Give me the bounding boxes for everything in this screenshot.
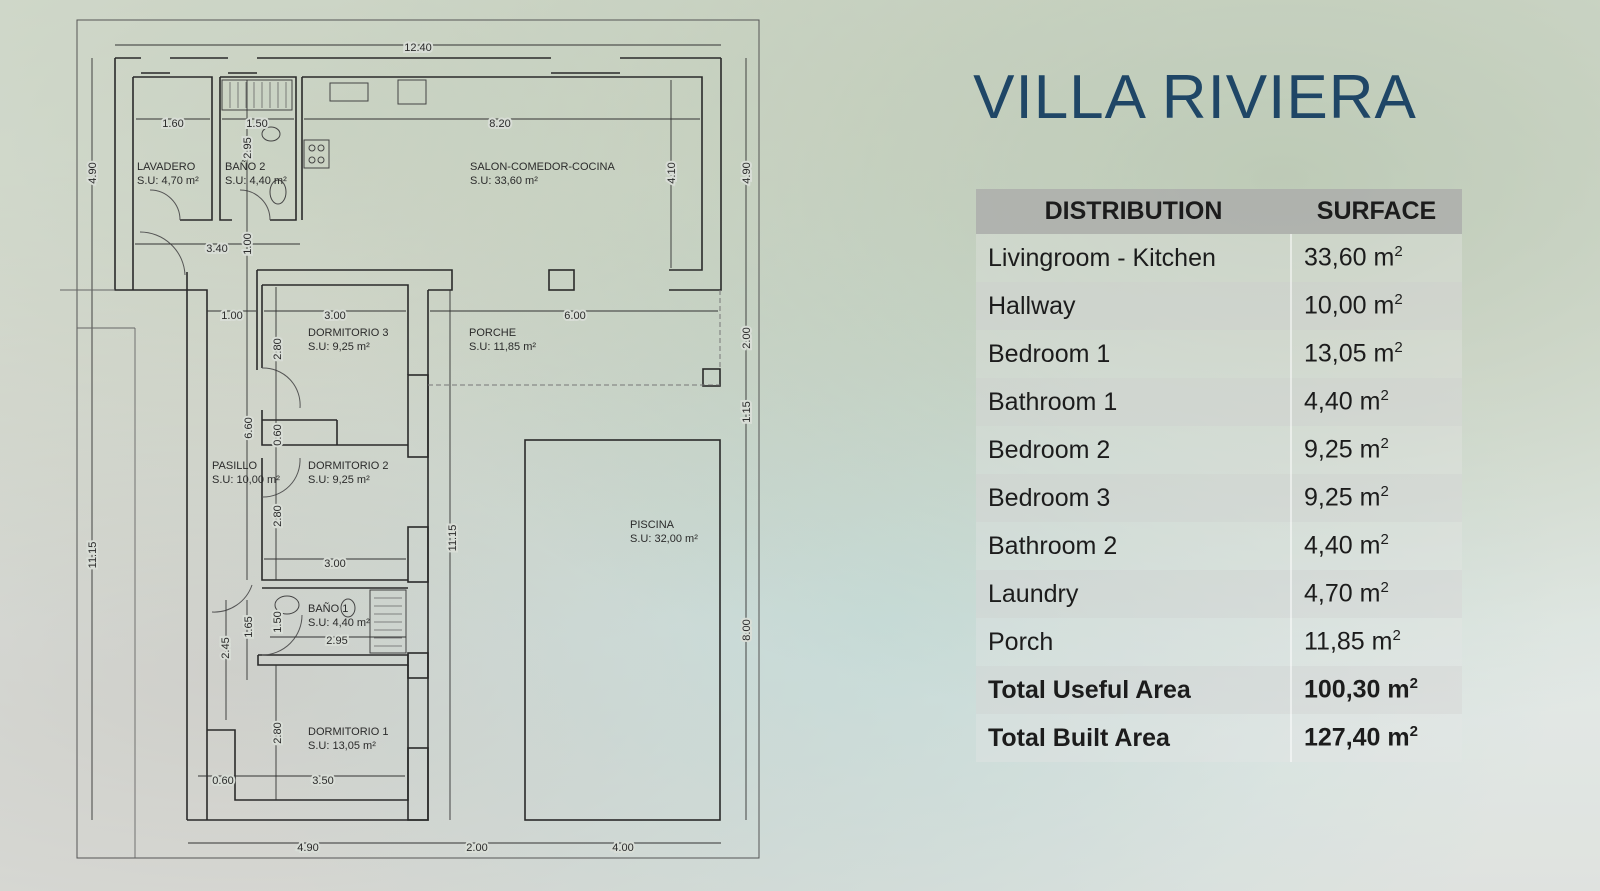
room-name: Bedroom 2 [976,426,1291,474]
dimension-label: 2.00 [466,842,487,854]
room-surface: 100,30 m2 [1290,666,1462,714]
header-distribution: DISTRIBUTION [976,189,1291,234]
svg-text:PASILLO: PASILLO [212,460,257,472]
room-name: Hallway [976,282,1291,330]
room-name: Porch [976,618,1291,666]
room-surface: 4,40 m2 [1290,378,1462,426]
dimension-label: 2.80 [272,722,284,743]
dimension-label: 1.50 [272,611,284,632]
svg-text:PISCINA: PISCINA [630,519,675,531]
svg-text:S.U: 10,00 m²: S.U: 10,00 m² [212,474,280,486]
room-name: Bathroom 1 [976,378,1291,426]
dimension-label: 2.80 [272,505,284,526]
dimension-label: 0.60 [212,775,233,787]
svg-text:S.U: 32,00 m²: S.U: 32,00 m² [630,533,698,545]
dimension-label: 2.80 [272,338,284,359]
svg-text:S.U: 4,40 m²: S.U: 4,40 m² [225,175,287,187]
dimension-label: 2.95 [242,137,254,158]
dimension-label: 3.00 [324,558,345,570]
room-name: Laundry [976,570,1291,618]
distribution-table: DISTRIBUTION SURFACE Livingroom - Kitche… [976,189,1462,762]
page-title: VILLA RIVIERA [973,63,1417,132]
dimension-label: 8.20 [489,118,510,130]
svg-text:PORCHE: PORCHE [469,327,516,339]
svg-text:DORMITORIO 1: DORMITORIO 1 [308,726,388,738]
svg-text:SALON-COMEDOR-COCINA: SALON-COMEDOR-COCINA [470,161,616,173]
dimension-label: 3.50 [312,775,333,787]
dimension-label: 1.65 [243,616,255,637]
room-name: Livingroom - Kitchen [976,234,1291,282]
svg-text:S.U: 9,25 m²: S.U: 9,25 m² [308,341,370,353]
dimension-label: 4.90 [87,162,99,183]
dimension-label: 2.95 [326,635,347,647]
room-name: Bedroom 3 [976,474,1291,522]
dimension-label: 1.00 [221,310,242,322]
dimension-label: 4.90 [741,162,753,183]
dimension-label: 3.00 [324,310,345,322]
svg-text:BAÑO 1: BAÑO 1 [308,602,348,615]
dimension-label: 4.10 [666,162,678,183]
room-name: Total Built Area [976,714,1291,762]
room-name: Bedroom 1 [976,330,1291,378]
svg-text:S.U: 4,70 m²: S.U: 4,70 m² [137,175,199,187]
dimension-label: 4.90 [297,842,318,854]
svg-text:S.U: 13,05 m²: S.U: 13,05 m² [308,740,376,752]
dimension-label: 12.40 [404,42,432,54]
dimension-label: 1.00 [242,233,254,254]
dimension-label: 2.45 [220,637,232,658]
room-surface: 4,40 m2 [1290,522,1462,570]
room-name: Total Useful Area [976,666,1291,714]
dimension-label: 6.00 [564,310,585,322]
dimension-label: 11.15 [447,525,459,552]
dimension-label: 1.15 [741,401,753,422]
svg-text:LAVADERO: LAVADERO [137,161,196,173]
room-surface: 9,25 m2 [1290,474,1462,522]
header-surface: SURFACE [1291,189,1462,234]
svg-text:S.U: 9,25 m²: S.U: 9,25 m² [308,474,370,486]
svg-text:DORMITORIO 3: DORMITORIO 3 [308,327,388,339]
dimension-label: 6.60 [243,417,255,438]
dimension-label: 4.00 [612,842,633,854]
room-surface: 11,85 m2 [1290,618,1462,666]
svg-text:S.U: 4,40 m²: S.U: 4,40 m² [308,617,370,629]
room-surface: 10,00 m2 [1290,282,1462,330]
dimension-label: 11.15 [87,542,99,569]
room-surface: 9,25 m2 [1290,426,1462,474]
dimension-label: 8.00 [741,619,753,640]
room-name: Bathroom 2 [976,522,1291,570]
svg-text:BAÑO 2: BAÑO 2 [225,160,265,173]
dimension-label: 1.60 [162,118,183,130]
dimension-label: 3.40 [206,243,227,255]
svg-text:S.U: 33,60 m²: S.U: 33,60 m² [470,175,538,187]
room-surface: 127,40 m2 [1290,714,1462,762]
room-surface: 4,70 m2 [1290,570,1462,618]
svg-text:DORMITORIO 2: DORMITORIO 2 [308,460,388,472]
dimension-label: 1.50 [246,118,267,130]
room-surface: 33,60 m2 [1290,234,1462,282]
room-surface: 13,05 m2 [1290,330,1462,378]
table-header-row: DISTRIBUTION SURFACE [976,189,1462,234]
dimension-label: 2.00 [741,327,753,348]
svg-text:S.U: 11,85 m²: S.U: 11,85 m² [469,341,536,353]
dimension-label: 0.60 [272,424,284,445]
